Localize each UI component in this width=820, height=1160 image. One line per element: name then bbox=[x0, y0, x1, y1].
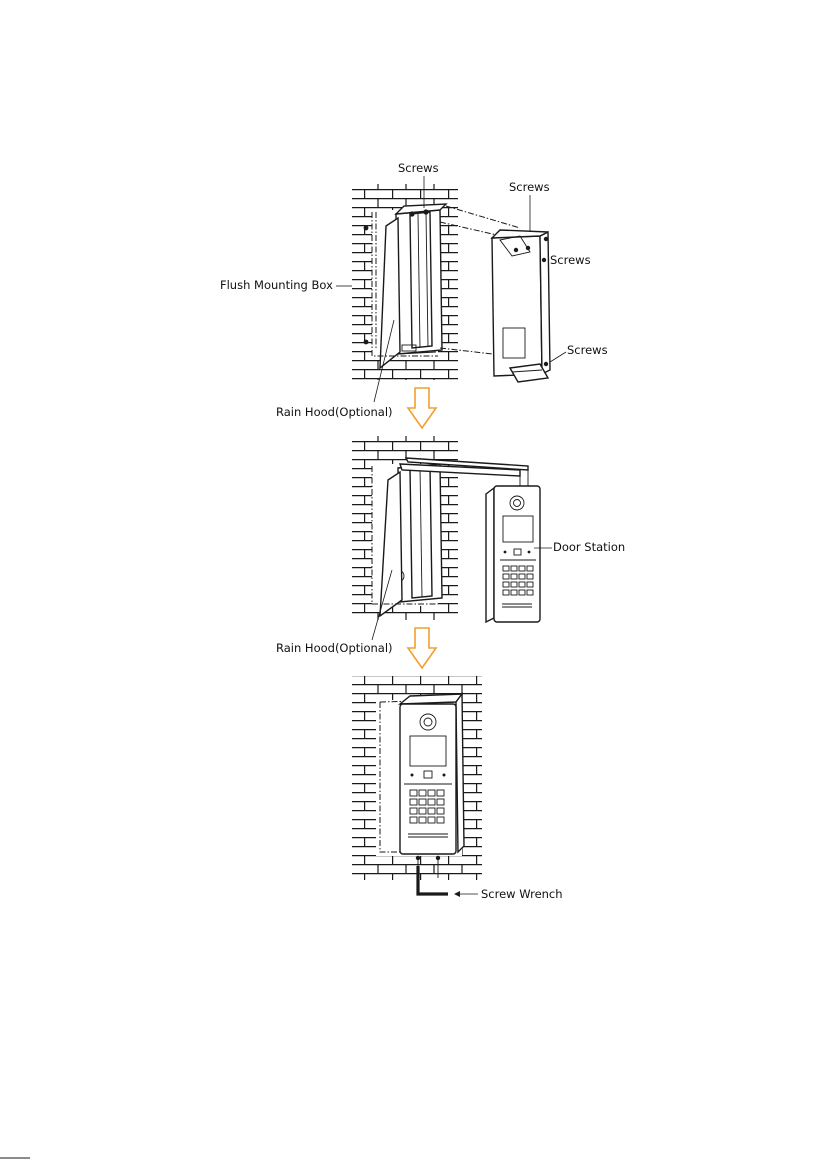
step-arrow-1 bbox=[408, 388, 436, 428]
step-2-group: Door Station Rain Hood(Optional) bbox=[276, 436, 625, 655]
label-screws-bottom: Screws bbox=[567, 343, 608, 357]
label-rain-hood-1: Rain Hood(Optional) bbox=[276, 405, 393, 419]
door-station-device bbox=[486, 486, 540, 622]
back-box bbox=[492, 230, 550, 382]
step-1-group: Screws Screws Screws Screws Flush Mounti… bbox=[220, 161, 608, 419]
label-screws-box-top: Screws bbox=[509, 180, 550, 194]
label-screws-right: Screws bbox=[550, 253, 591, 267]
label-screws-top: Screws bbox=[398, 161, 439, 175]
label-flush-mounting-box: Flush Mounting Box bbox=[220, 278, 333, 292]
step-arrow-2 bbox=[408, 628, 436, 668]
mounted-door-station bbox=[400, 694, 464, 854]
step-3-group: Screw Wrench bbox=[352, 676, 563, 901]
label-rain-hood-2: Rain Hood(Optional) bbox=[276, 641, 393, 655]
label-door-station: Door Station bbox=[553, 540, 625, 554]
label-screw-wrench: Screw Wrench bbox=[481, 887, 563, 901]
